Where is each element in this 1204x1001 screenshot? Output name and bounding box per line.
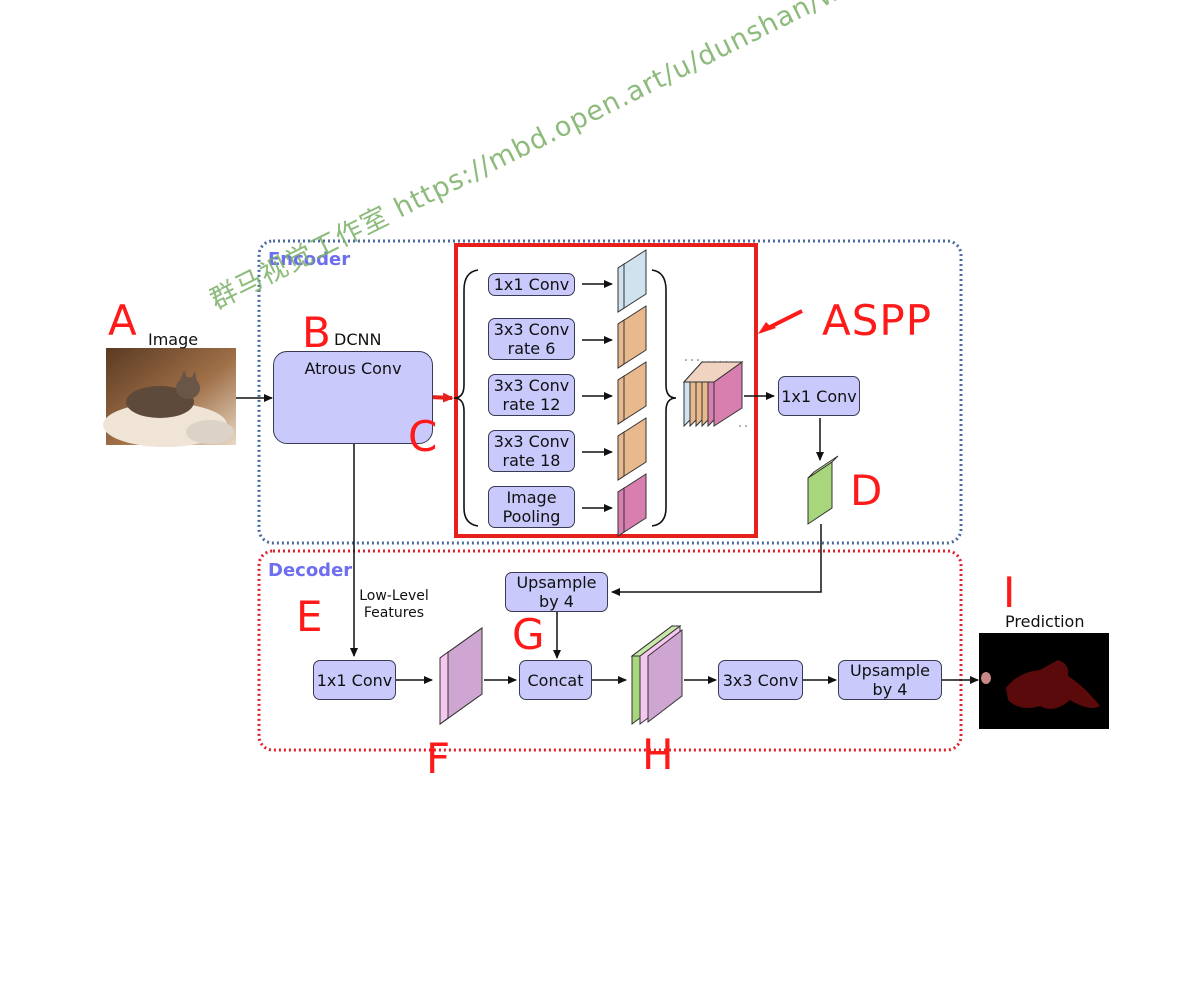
decoder-title: Decoder: [268, 560, 353, 581]
upsample-by-4-second[interactable]: Upsample by 4: [838, 660, 942, 700]
aspp-feature-slab-side: [617, 263, 625, 313]
aspp-branch-rate-6[interactable]: 3x3 Conv rate 6: [488, 318, 575, 360]
aspp-feature-maps: [617, 249, 647, 537]
marker-i: I: [1003, 568, 1016, 617]
prediction-image: [979, 633, 1109, 729]
aspp-concat-stack: [682, 359, 747, 428]
aspp-feature-slab-side: [617, 431, 625, 481]
decoder-3x3-conv[interactable]: 3x3 Conv: [718, 660, 803, 700]
marker-g: G: [512, 610, 545, 659]
encoder-output-feature: [807, 455, 839, 525]
low-level-feature-slab-front: [439, 627, 483, 725]
encoder-1x1-conv[interactable]: 1x1 Conv: [778, 376, 860, 416]
marker-e: E: [296, 592, 323, 641]
aspp-branch-image-pooling[interactable]: Image Pooling: [488, 486, 575, 528]
aspp-branch-1x1-conv[interactable]: 1x1 Conv: [488, 273, 575, 296]
input-image: [103, 348, 236, 447]
marker-b: B: [302, 308, 331, 357]
concat-feature-stack: [630, 625, 683, 725]
aspp-feature-slab-side: [617, 487, 625, 537]
aspp-branch-rate-12[interactable]: 3x3 Conv rate 12: [488, 374, 575, 416]
marker-f: F: [426, 734, 451, 783]
prediction-label: Prediction: [1005, 612, 1085, 631]
input-image-label: Image: [148, 330, 199, 349]
dcnn-box[interactable]: Atrous Conv: [273, 351, 433, 444]
marker-a: A: [108, 296, 137, 345]
upsample-by-4-first[interactable]: Upsample by 4: [505, 572, 608, 612]
aspp-label: ASPP: [822, 296, 933, 345]
right-brace: [651, 269, 677, 527]
aspp-feature-slab-side: [617, 375, 625, 425]
left-brace: [453, 269, 479, 527]
encoder-frame: [257, 239, 963, 545]
marker-h: H: [642, 730, 674, 779]
decoder-frame: [257, 549, 963, 752]
dcnn-label: DCNN: [334, 330, 382, 349]
marker-c: C: [408, 412, 438, 461]
aspp-highlight-frame: [454, 243, 758, 538]
marker-d: D: [850, 466, 883, 515]
decoder-1x1-conv[interactable]: 1x1 Conv: [313, 660, 396, 700]
concat-box[interactable]: Concat: [519, 660, 592, 700]
aspp-feature-slab-side: [617, 319, 625, 369]
aspp-branch-rate-18[interactable]: 3x3 Conv rate 18: [488, 430, 575, 472]
low-level-features-label: Low-Level Features: [359, 588, 429, 621]
atrous-conv-label: Atrous Conv: [304, 359, 402, 378]
encoder-title: Encoder: [268, 249, 351, 270]
